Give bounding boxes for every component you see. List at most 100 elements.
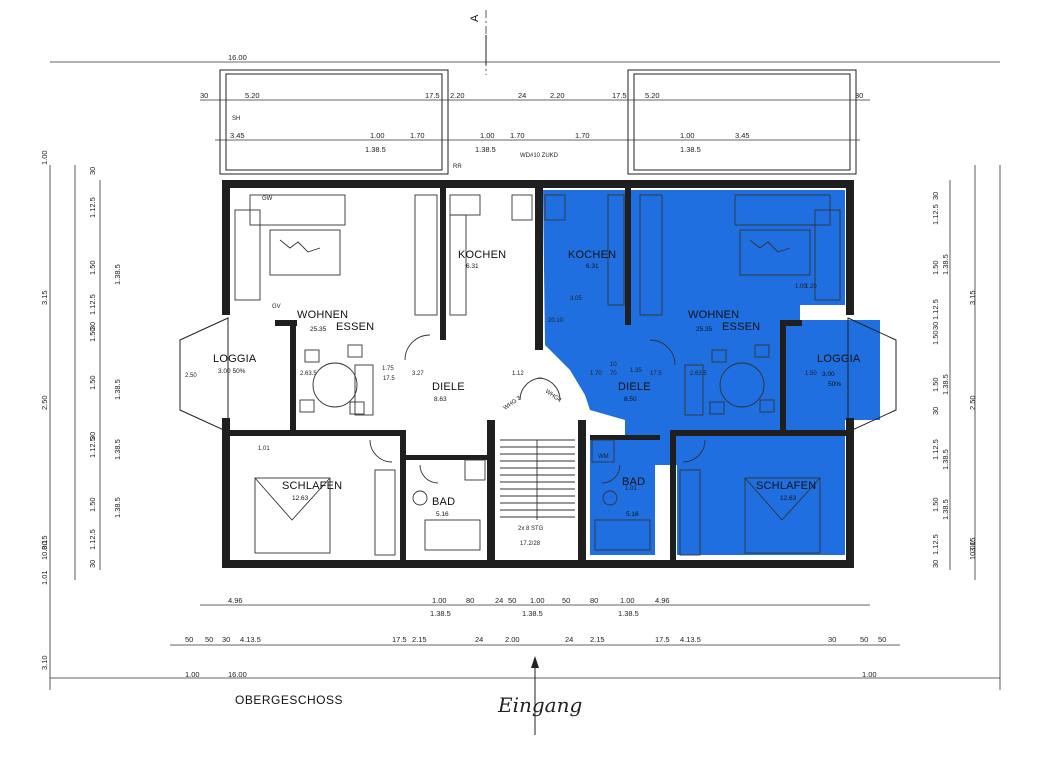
dim-right-col: 1.12.5	[931, 204, 940, 225]
dim-left-col2: 1.50	[88, 375, 97, 390]
dim-top-row1: 5.20	[645, 91, 660, 100]
dim-interior: 20.10	[548, 318, 564, 324]
dim-top-row2: 3.45	[735, 131, 750, 140]
dim-interior: 1.12	[512, 371, 524, 377]
right-bad-label: BAD	[622, 476, 645, 488]
dim-left-col2: 1.12.5	[88, 294, 97, 315]
dim-small-label: GV	[272, 304, 281, 310]
dim-bottom-row2: 50	[205, 635, 213, 644]
dim-top-row1: 24	[518, 91, 526, 100]
dim-bottom-row2: 4.13.5	[240, 635, 261, 644]
right-schlafen-label: SCHLAFEN	[756, 480, 816, 492]
dim-top-row1: 2.20	[450, 91, 465, 100]
right-essen-label: ESSEN	[722, 321, 760, 333]
dim-bottom-row3: 16.00	[228, 670, 247, 679]
dim-interior: 1.20	[805, 284, 817, 290]
dim-interior: 3.05	[570, 296, 582, 302]
dim-interior: 1.50	[805, 371, 817, 377]
right-kochen-label: KOCHEN	[568, 249, 616, 261]
dim-right-col3: 3.15	[968, 290, 977, 305]
dim-interior: 17.5	[383, 376, 395, 382]
dim-bottom-row2: 2.15	[412, 635, 427, 644]
dim-bottom-row1b: 1.38.5	[618, 609, 639, 618]
dim-right-col2: 1.38.5	[941, 449, 950, 470]
right-loggia-label: LOGGIA	[817, 353, 861, 365]
stair-ratio: 17.2/28	[520, 541, 541, 547]
dim-top-row2: 1.00	[480, 131, 495, 140]
left-essen-label: ESSEN	[336, 321, 374, 333]
left-schlafen-label: SCHLAFEN	[282, 480, 342, 492]
dim-small-label: SH	[232, 116, 240, 122]
dim-right-col2: 1.38.5	[941, 499, 950, 520]
dim-bottom-row1: 1.00	[620, 596, 635, 605]
entrance-label: Eingang	[497, 693, 582, 717]
dim-top-row1: 30	[200, 91, 208, 100]
wm-right: WM	[598, 454, 609, 460]
dim-left-col1: 3.15	[40, 535, 49, 550]
dim-bottom-row2: 2.00	[505, 635, 520, 644]
dim-bottom-row1: 4.96	[228, 596, 243, 605]
right-loggia-pct: 50%	[828, 381, 841, 388]
dim-small-label: RR	[453, 164, 462, 170]
top-balconies	[219, 69, 857, 175]
dim-interior: 2.50	[185, 373, 197, 379]
right-loggia-area: 3.00	[822, 371, 835, 378]
dim-bottom-row1: 50	[508, 596, 516, 605]
left-wohnen-label: WOHNEN	[297, 309, 348, 321]
right-diele-label: DIELE	[618, 381, 651, 393]
dim-left-col2: 30	[88, 322, 97, 330]
stair-steps	[500, 439, 575, 520]
dimension-lines	[49, 10, 1001, 690]
left-loggia-label: LOGGIA	[213, 353, 257, 365]
whg3-label: WHG 3	[503, 395, 523, 412]
dim-right-col3: 10.00	[968, 541, 977, 560]
dim-right-col2: 1.38.5	[941, 254, 950, 275]
dim-top-row2b: 1.38.5	[475, 145, 496, 154]
dim-interior: 10	[610, 362, 617, 368]
dim-interior: 1.70	[590, 371, 602, 377]
dim-top-row2b: 1.38.5	[365, 145, 386, 154]
dim-bottom-row2: 2.15	[590, 635, 605, 644]
dim-left-misc: 1.01	[40, 570, 49, 585]
dim-interior: 1.00	[795, 284, 807, 290]
wm-left: WM	[468, 456, 479, 462]
dim-left-col1: 2.50	[40, 395, 49, 410]
dim-left-col3: 1.38.5	[113, 264, 122, 285]
left-bad-area: 5.16	[436, 511, 449, 518]
dim-interior: 1.35	[630, 368, 642, 374]
dim-small-label: 1.01	[258, 446, 270, 452]
dim-bottom-row1: 24	[495, 596, 503, 605]
dim-interior: 1.75	[382, 366, 394, 372]
dim-left-col2: 1.12.5	[88, 529, 97, 550]
building-walls	[179, 180, 897, 568]
right-wohnen-label: WOHNEN	[688, 309, 739, 321]
dim-interior: 1.01	[625, 486, 637, 492]
dim-right-col2: 1.38.5	[941, 374, 950, 395]
left-schlafen-area: 12.63	[292, 495, 309, 502]
dim-bottom-row1: 80	[466, 596, 474, 605]
stair-label: 2x 8 STG	[518, 526, 544, 532]
dim-bottom-row2: 50	[860, 635, 868, 644]
dim-bottom-row2: 24	[475, 635, 483, 644]
dim-left-col2: 1.12.5	[88, 437, 97, 458]
dim-right-col: 30	[931, 322, 940, 330]
dim-bottom-row1: 1.00	[432, 596, 447, 605]
dim-top-row2: 1.00	[680, 131, 695, 140]
dim-right-col: 1.50	[931, 497, 940, 512]
furniture	[234, 194, 841, 556]
dim-top-row2: 3.45	[230, 131, 245, 140]
dim-top-row1: 17.5	[612, 91, 627, 100]
dim-top-row1: 5.20	[245, 91, 260, 100]
section-marker: A	[469, 14, 481, 22]
dim-left-col2: 30	[88, 560, 97, 568]
dim-top-row1: 2.20	[550, 91, 565, 100]
dim-right-col: 1.12.5	[931, 439, 940, 460]
dim-top-row2b: 1.38.5	[680, 145, 701, 154]
dim-right-col: 30	[931, 407, 940, 415]
dim-left-misc: 3.10	[40, 655, 49, 670]
dim-right-col: 30	[931, 192, 940, 200]
right-bad-area: 5.16	[626, 511, 639, 518]
dim-left-col1: 10.00	[40, 541, 49, 560]
left-kochen-area: 6.31	[466, 263, 479, 270]
